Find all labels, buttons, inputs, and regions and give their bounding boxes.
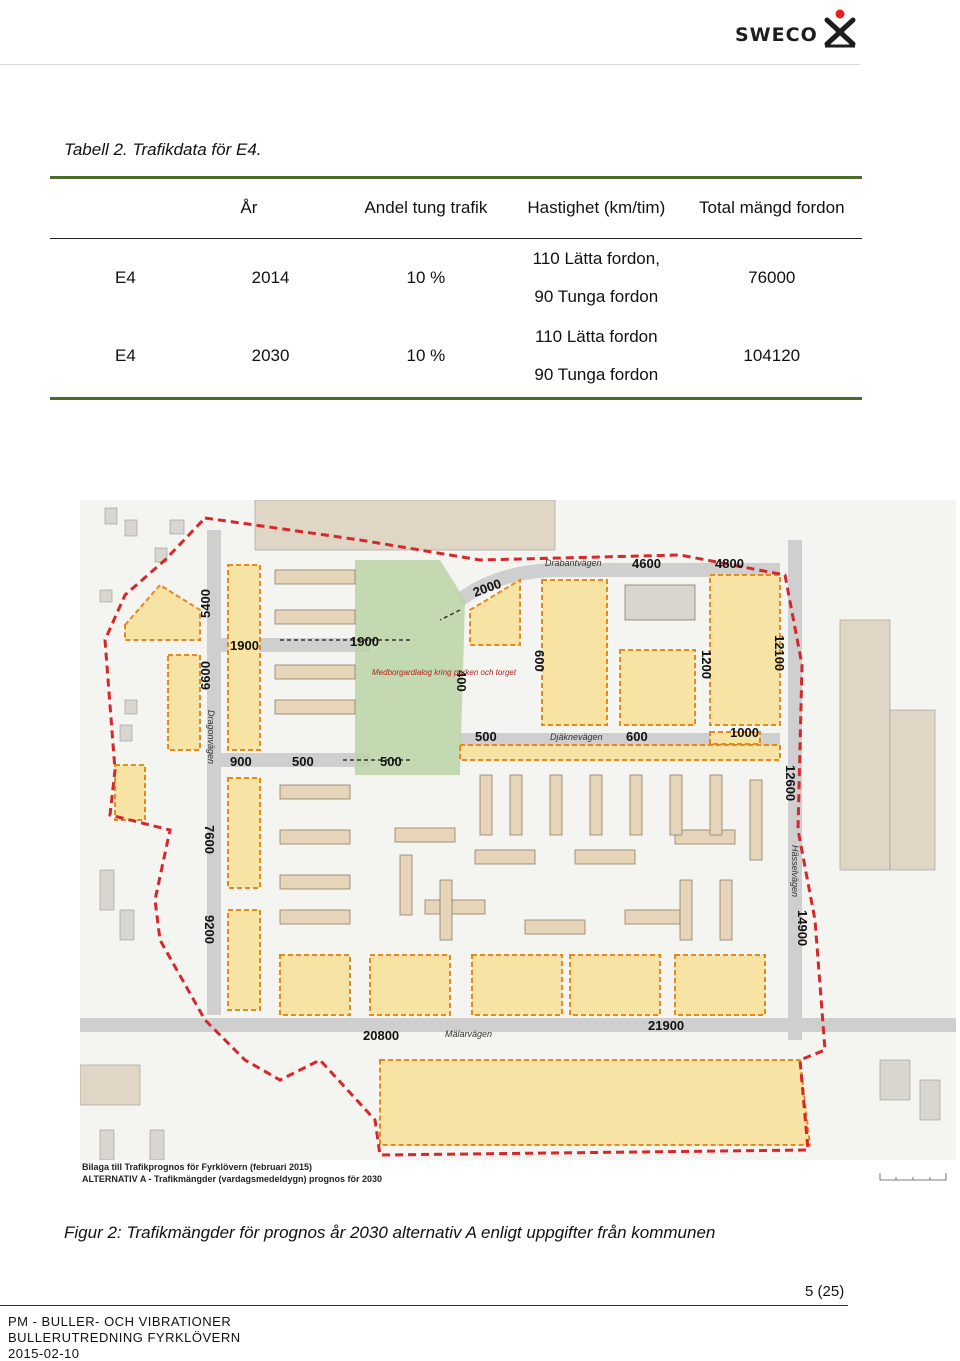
- street-name: Drabantvägen: [545, 558, 602, 568]
- cell-road: E4: [115, 268, 136, 287]
- cell-speed-light: 110 Lätta fordon: [535, 327, 658, 346]
- street-name: Dragonvägen: [206, 710, 216, 764]
- footer-project: BULLERUTREDNING FYRKLÖVERN: [8, 1330, 241, 1345]
- page-number: 5 (25): [805, 1283, 845, 1300]
- count-label: 21900: [648, 1018, 684, 1033]
- count-label: 7600: [202, 825, 217, 854]
- cell-total: 104120: [743, 346, 801, 365]
- count-label: 600: [532, 650, 547, 672]
- count-label: 6600: [198, 661, 213, 690]
- count-label: 14900: [795, 910, 810, 946]
- footer-document-type: PM - BULLER- OCH VIBRATIONER: [8, 1314, 232, 1329]
- cell-speed-light: 110 Lätta fordon,: [532, 249, 660, 268]
- sweco-logo: SWECO: [735, 8, 860, 52]
- figure-caption: Figur 2: Trafikmängder för prognos år 20…: [64, 1223, 716, 1242]
- count-label: 12100: [772, 635, 787, 671]
- table-top-rule: [50, 176, 862, 179]
- street-name: Djäknevägen: [550, 732, 603, 742]
- count-label: 4800: [715, 556, 744, 571]
- count-label: 1000: [730, 725, 759, 740]
- table-caption: Tabell 2. Trafikdata för E4.: [64, 140, 262, 159]
- count-label: 500: [292, 754, 314, 769]
- count-label: 500: [380, 754, 402, 769]
- traffic-forecast-map: 5400 1900 1900 2000 4600 4800 400 600 12…: [80, 500, 956, 1190]
- count-label: 1900: [350, 634, 379, 649]
- scale-bar-icon: [879, 1173, 947, 1181]
- cell-speed-heavy: 90 Tunga fordon: [534, 365, 659, 384]
- header-divider: [0, 64, 860, 65]
- table-bottom-rule: [50, 397, 862, 400]
- count-label: 12600: [783, 765, 798, 801]
- count-label: 1900: [230, 638, 259, 653]
- count-label: 900: [230, 754, 252, 769]
- cell-speed: 110 Lätta fordon 90 Tunga fordon: [511, 317, 681, 395]
- footer-date: 2015-02-10: [8, 1346, 80, 1361]
- footer-divider: [0, 1305, 848, 1306]
- count-label: 400: [454, 670, 469, 692]
- map-legend-subtitle: ALTERNATIV A - Trafikmängder (vardagsmed…: [82, 1174, 382, 1184]
- cell-heavy-share: 10 %: [406, 268, 446, 287]
- traffic-data-table: År Andel tung trafik Hastighet (km/tim) …: [50, 178, 862, 395]
- cell-heavy-share: 10 %: [406, 346, 446, 365]
- count-label: 1200: [699, 650, 714, 679]
- street-name: Mälarvägen: [445, 1029, 492, 1039]
- street-name: Hässelvägen: [790, 845, 800, 897]
- sweco-star-icon: [824, 9, 856, 48]
- table-row: E4 2030 10 % 110 Lätta fordon 90 Tunga f…: [50, 317, 862, 395]
- count-label: 4600: [632, 556, 661, 571]
- park-note: Medborgardialog kring parken och torget: [372, 668, 517, 677]
- column-header-total: Total mängd fordon: [681, 178, 862, 239]
- count-label: 5400: [198, 589, 213, 618]
- column-header-heavy-share: Andel tung trafik: [340, 178, 512, 239]
- count-label: 500: [475, 729, 497, 744]
- count-label: 9200: [202, 915, 217, 944]
- column-header-year: År: [200, 178, 341, 239]
- column-header-road: [50, 178, 201, 239]
- cell-year: 2014: [251, 268, 290, 287]
- cell-total: 76000: [748, 268, 796, 287]
- count-label: 20800: [363, 1028, 399, 1043]
- map-legend-title: Bilaga till Trafikprognos för Fyrklövern…: [82, 1162, 312, 1172]
- cell-speed: 110 Lätta fordon, 90 Tunga fordon: [511, 239, 681, 318]
- cell-year: 2030: [251, 346, 290, 365]
- logo-text: SWECO: [735, 24, 818, 46]
- cell-speed-heavy: 90 Tunga fordon: [534, 287, 659, 306]
- column-header-speed: Hastighet (km/tim): [511, 178, 682, 239]
- table-row: E4 2014 10 % 110 Lätta fordon, 90 Tunga …: [50, 239, 862, 318]
- count-label: 600: [626, 729, 648, 744]
- cell-road: E4: [115, 346, 136, 365]
